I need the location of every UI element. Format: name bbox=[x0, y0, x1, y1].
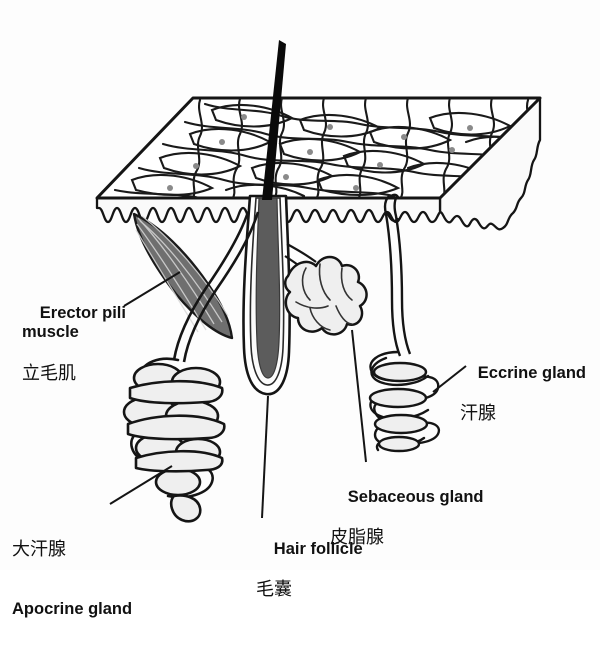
cell-junction-nodes bbox=[167, 114, 473, 191]
erector-leader-line bbox=[123, 271, 181, 307]
sebaceous-leader-line bbox=[351, 329, 367, 463]
label-sebaceous-gland-cn: 皮脂腺 bbox=[330, 526, 384, 548]
hair-shaft-external bbox=[262, 40, 286, 200]
hair-follicle bbox=[242, 40, 291, 396]
label-eccrine-gland-cn: 汗腺 bbox=[460, 402, 496, 424]
sebaceous-gland bbox=[284, 243, 368, 463]
apocrine-leader-line bbox=[109, 465, 173, 505]
label-sebaceous-gland-en: Sebaceous gland bbox=[347, 487, 484, 506]
eccrine-gland bbox=[368, 193, 467, 453]
sebaceous-duct bbox=[286, 243, 317, 263]
eccrine-duct bbox=[383, 195, 402, 357]
eccrine-leader-line bbox=[432, 365, 467, 393]
apocrine-coil bbox=[122, 357, 226, 523]
label-eccrine-gland: Eccrine gland 汗腺 bbox=[460, 346, 586, 460]
label-apocrine-gland-en: Apocrine gland bbox=[12, 599, 133, 618]
skin-anatomy-figure: Erector pili muscle 立毛肌 大汗腺 Apocrine gla… bbox=[12, 40, 586, 618]
label-apocrine-gland: 大汗腺 Apocrine gland bbox=[12, 504, 132, 654]
label-sebaceous-gland: Sebaceous gland 皮脂腺 bbox=[330, 470, 484, 584]
erector-pili-muscle bbox=[132, 212, 234, 340]
label-apocrine-gland-cn: 大汗腺 bbox=[12, 538, 66, 560]
label-erector-pili-muscle: Erector pili muscle 立毛肌 bbox=[22, 286, 126, 420]
skin-diagram-svg bbox=[95, 40, 542, 523]
slab-top-face bbox=[95, 96, 542, 200]
label-eccrine-gland-en: Eccrine gland bbox=[477, 363, 586, 382]
skin-slab bbox=[95, 96, 542, 231]
epidermal-cell-network bbox=[113, 98, 540, 198]
slab-right-face bbox=[438, 96, 542, 231]
hair-shaft-internal bbox=[255, 197, 281, 379]
label-erector-pili-muscle-cn: 立毛肌 bbox=[22, 362, 76, 384]
label-erector-pili-muscle-en: Erector pili muscle bbox=[22, 303, 126, 341]
apocrine-duct bbox=[172, 211, 250, 361]
eccrine-coil bbox=[368, 350, 441, 453]
apocrine-gland bbox=[109, 211, 260, 523]
hair-follicle-leader-line bbox=[261, 395, 269, 519]
label-hair-follicle-en: Hair follicle bbox=[273, 539, 363, 558]
